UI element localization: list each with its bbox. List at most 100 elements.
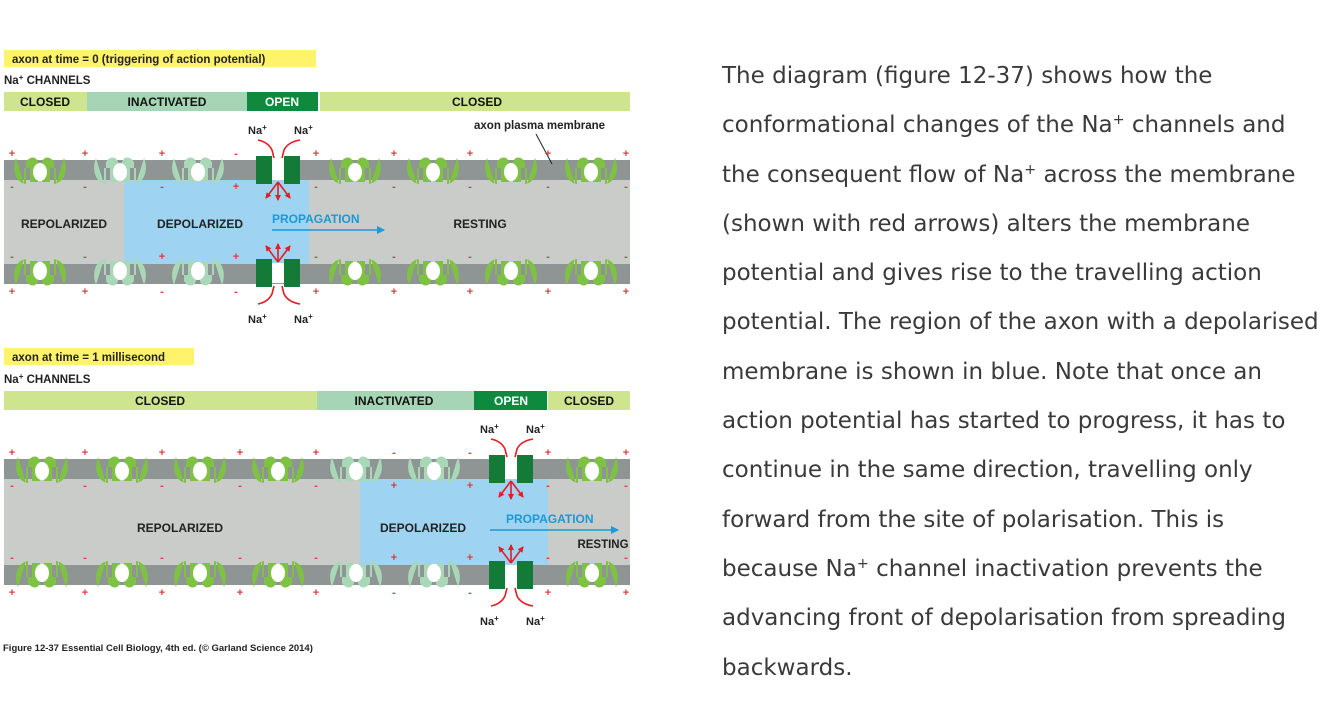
closed-channel [174, 561, 226, 588]
svg-text:+: + [313, 148, 319, 160]
membrane-bottom [4, 565, 630, 585]
closed-channel [96, 561, 148, 588]
caption-line: (shown with red arrows) alters the membr… [722, 210, 1250, 237]
closed-channel [565, 157, 617, 184]
channel-row-top [16, 455, 618, 483]
time-label: axon at time = 0 (triggering of action p… [12, 54, 266, 66]
open-channel [256, 156, 300, 184]
svg-text:-: - [83, 181, 87, 193]
closed-channel [16, 456, 68, 483]
state-closed-label: CLOSED [564, 394, 614, 408]
state-closed-label: CLOSED [135, 394, 185, 408]
svg-text:Na+: Na+ [526, 614, 545, 628]
membrane-top [4, 459, 630, 479]
caption-line: action potential has started to progress… [722, 408, 1286, 435]
membrane-top [4, 160, 630, 180]
caption-line: membrane is shown in blue. Note that onc… [722, 358, 1262, 385]
region-repolarized-label: REPOLARIZED [137, 521, 223, 535]
svg-text:-: - [160, 552, 164, 564]
svg-text:-: - [314, 480, 318, 492]
closed-channel [174, 456, 226, 483]
state-open-label: OPEN [494, 394, 528, 408]
svg-text:-: - [392, 181, 396, 193]
svg-text:-: - [10, 480, 14, 492]
membrane-bottom [4, 264, 630, 284]
state-closed-label: CLOSED [452, 95, 502, 109]
svg-text:+: + [545, 587, 551, 599]
svg-text:+: + [467, 480, 473, 492]
propagation-label: PROPAGATION [506, 512, 594, 526]
svg-text:-: - [238, 480, 242, 492]
state-closed-label: CLOSED [20, 95, 70, 109]
svg-text:-: - [160, 286, 164, 298]
svg-text:-: - [546, 181, 550, 193]
open-channel [489, 455, 533, 483]
charge-signs: +++++--++ -----++-- -----++-- +++++--++ [9, 447, 629, 599]
svg-text:-: - [314, 181, 318, 193]
svg-text:+: + [82, 148, 88, 160]
svg-text:Na+: Na+ [480, 422, 499, 436]
time-highlight [4, 348, 194, 365]
channels-label: Na+ CHANNELS [4, 73, 91, 87]
inactivated-channel [330, 456, 382, 483]
svg-text:+: + [82, 587, 88, 599]
na-influx-bottom: Na+ Na+ [248, 243, 313, 326]
svg-text:-: - [234, 148, 238, 160]
caption-line: the consequent flow of Na+ across the me… [722, 161, 1296, 188]
closed-channel [329, 259, 381, 286]
state-inactivated-label: INACTIVATED [355, 394, 434, 408]
charge-signs: +++-+++++ ---+----- --++----- ++--+++++ [9, 148, 629, 298]
caption-line: potential and gives rise to the travelli… [722, 260, 1262, 287]
region-depolarized-label: DEPOLARIZED [380, 521, 466, 535]
svg-text:-: - [468, 447, 472, 459]
svg-text:-: - [392, 587, 396, 599]
svg-text:+: + [82, 447, 88, 459]
svg-text:+: + [467, 148, 473, 160]
svg-text:-: - [624, 552, 628, 564]
svg-text:-: - [160, 480, 164, 492]
inactivated-channel [172, 259, 224, 286]
inactivated-channel [94, 157, 146, 184]
svg-text:-: - [160, 181, 164, 193]
closed-channel [252, 561, 304, 588]
svg-text:+: + [545, 286, 551, 298]
closed-channel [407, 259, 459, 286]
closed-channel [485, 157, 537, 184]
propagation-label: PROPAGATION [272, 212, 360, 226]
svg-text:+: + [467, 552, 473, 564]
axon-figure: axon at time = 0 (triggering of action p… [3, 50, 630, 654]
inactivated-channel [408, 561, 460, 588]
svg-text:-: - [546, 552, 550, 564]
svg-text:-: - [624, 181, 628, 193]
depolarized-region [360, 479, 548, 565]
state-open-label: OPEN [265, 95, 299, 109]
closed-channel [96, 456, 148, 483]
svg-text:+: + [233, 251, 239, 263]
svg-text:+: + [159, 447, 165, 459]
figure-credit: Figure 12-37 Essential Cell Biology, 4th… [3, 643, 313, 654]
cytoplasm [4, 180, 630, 264]
membrane-pointer [535, 133, 553, 165]
svg-text:-: - [83, 552, 87, 564]
panel-2: axon at time = 1 millisecond Na+ CHANNEL… [4, 348, 630, 628]
svg-text:+: + [623, 286, 629, 298]
caption-line: The diagram (figure 12-37) shows how the [722, 63, 1213, 89]
closed-channel [485, 259, 537, 286]
svg-text:Na+: Na+ [294, 312, 313, 326]
closed-channel [566, 456, 618, 483]
inactivated-channel [408, 456, 460, 483]
svg-text:+: + [159, 587, 165, 599]
svg-text:+: + [623, 148, 629, 160]
open-channel [256, 259, 300, 287]
open-channel [489, 561, 533, 589]
channel-row-top [14, 156, 617, 184]
svg-text:+: + [159, 251, 165, 263]
svg-text:Na+: Na+ [294, 123, 313, 137]
svg-text:-: - [468, 181, 472, 193]
svg-text:-: - [10, 552, 14, 564]
svg-text:+: + [313, 447, 319, 459]
closed-channel [566, 561, 618, 588]
caption-line: because Na+ channel inactivation prevent… [722, 555, 1263, 582]
region-resting-label: RESTING [577, 539, 628, 551]
panel-1: axon at time = 0 (triggering of action p… [4, 50, 630, 326]
